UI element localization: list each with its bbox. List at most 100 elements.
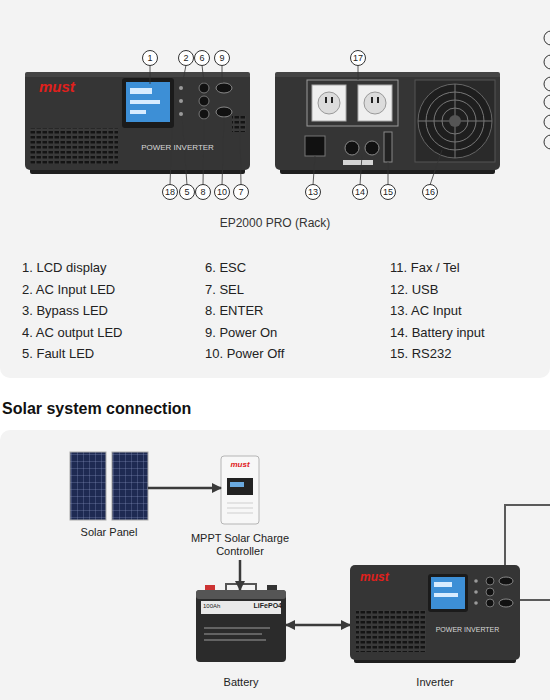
callout-number: 5 <box>177 186 197 198</box>
inverter-front: mustPOWER INVERTER <box>25 72 250 170</box>
battery-chemistry: LiFePO4 <box>238 602 282 610</box>
part-list-item: 11. Fax / Tel <box>390 260 550 276</box>
model-caption: EP2000 PRO (Rack) <box>150 216 400 231</box>
inverter-top <box>275 72 500 77</box>
leader-line <box>313 156 315 185</box>
vent-grille <box>232 116 246 132</box>
battery-rating: 100Ah <box>203 603 239 610</box>
part-list-item: 9. Power On <box>205 325 365 341</box>
callout-number: 8 <box>193 186 213 198</box>
edge-callouts <box>544 31 550 149</box>
charge-controller: mustMPPT Solar Charge Controller <box>221 456 259 560</box>
leader-line <box>388 162 389 185</box>
leader-line <box>222 65 223 83</box>
leader-line <box>358 65 359 80</box>
button <box>199 83 209 93</box>
inverter-back-body <box>275 72 500 170</box>
status-led <box>179 99 183 103</box>
inverter-body <box>350 565 520 660</box>
part-list-item: 14. Battery input <box>390 325 550 341</box>
status-led <box>474 579 478 583</box>
leader-lines <box>150 65 442 185</box>
callout-number: 16 <box>420 186 440 198</box>
button <box>486 577 494 585</box>
inverter-node: mustPOWER INVERTERInverter <box>350 565 520 660</box>
part-list-item: 5. Fault LED <box>22 346 182 362</box>
fan-spokes <box>418 84 492 158</box>
leader-line <box>170 128 172 185</box>
part-list-item: 4. AC output LED <box>22 325 182 341</box>
leader-line <box>360 155 362 185</box>
rs232-port <box>384 132 392 162</box>
node-label: Battery <box>181 676 301 689</box>
fan-guard <box>418 84 492 158</box>
node-label: Solar Panel <box>49 526 169 539</box>
callout-number: 9 <box>212 52 232 64</box>
lcd-bezel <box>428 574 468 612</box>
callout-number: 17 <box>348 52 368 64</box>
mppt-vents <box>227 503 253 513</box>
socket <box>318 92 340 114</box>
socket <box>364 92 386 114</box>
ac-input-switch <box>305 136 325 156</box>
mppt-screen <box>227 478 253 495</box>
button <box>216 83 232 93</box>
socket-hole <box>331 97 333 103</box>
solar-panel <box>70 452 106 520</box>
vent-grille <box>356 610 426 652</box>
socket-hole <box>325 97 327 103</box>
button <box>199 109 209 119</box>
lcd-screen <box>126 82 170 122</box>
part-list-item: 8. ENTER <box>205 303 365 319</box>
battery-body <box>196 590 286 662</box>
solar-panel-node: Solar Panel <box>70 452 148 520</box>
fan-hub <box>449 115 461 127</box>
callout-circle <box>544 95 550 109</box>
callout-circle <box>544 31 550 45</box>
top-panel <box>0 0 550 378</box>
vent-grille <box>30 128 118 164</box>
part-list-item: 13. AC Input <box>390 303 550 319</box>
part-list-item: 3. Bypass LED <box>22 303 182 319</box>
leader-line <box>150 65 151 84</box>
bottom-panel <box>0 430 550 700</box>
callout-number: 10 <box>212 186 232 198</box>
button <box>199 96 209 106</box>
status-led <box>474 590 478 594</box>
lcd-bezel <box>122 78 174 128</box>
callout-circle <box>544 77 550 91</box>
callout-circle <box>544 55 550 69</box>
node-label: Inverter <box>375 676 495 689</box>
device-label: POWER INVERTER <box>120 143 235 153</box>
battery-label <box>201 601 281 614</box>
part-list-item: 6. ESC <box>205 260 365 276</box>
part-list-item: 7. SEL <box>205 282 365 298</box>
status-led <box>179 112 183 116</box>
leader-line <box>182 65 186 86</box>
socket-hole <box>371 97 373 103</box>
solar-panel <box>112 452 148 520</box>
device-label: POWER INVERTER <box>420 626 515 634</box>
part-list-item: 2. AC Input LED <box>22 282 182 298</box>
part-list-item: 15. RS232 <box>390 346 550 362</box>
ac-outlet <box>358 85 392 121</box>
lcd-segment <box>130 88 152 94</box>
leader-line <box>430 150 442 185</box>
button <box>499 599 513 607</box>
callout-number: 14 <box>350 186 370 198</box>
mppt-body <box>221 456 259 524</box>
button <box>499 577 513 585</box>
battery-handle <box>226 584 256 590</box>
callout-number: 2 <box>176 52 196 64</box>
leader-line <box>202 65 204 83</box>
callout-number: 15 <box>378 186 398 198</box>
status-led <box>474 601 478 605</box>
lcd-segment <box>434 582 452 587</box>
callout-number: 13 <box>303 186 323 198</box>
button <box>216 107 232 117</box>
button <box>486 588 494 596</box>
lcd-segment <box>130 100 160 104</box>
